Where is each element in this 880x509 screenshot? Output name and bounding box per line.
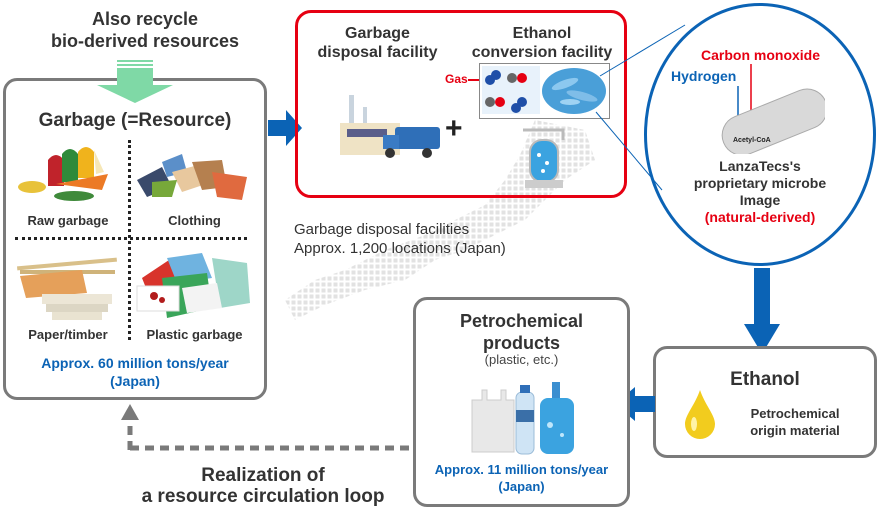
loop-caption: Realization of a resource circulation lo… — [118, 465, 408, 507]
label-paper-timber: Paper/timber — [28, 327, 108, 342]
gdf-title-line2: disposal facility — [317, 44, 438, 61]
plus-sign: + — [445, 112, 463, 145]
petro-title: Petrochemical products — [413, 310, 630, 354]
raw-garbage-icon — [18, 147, 108, 201]
microbe-caption-line3: Image — [739, 192, 781, 208]
petro-title-line2: products — [482, 333, 560, 353]
paper-timber-icon — [17, 257, 117, 320]
clothing-icon — [137, 154, 247, 200]
factory-truck-icon — [340, 95, 440, 158]
petro-title-line1: Petrochemical — [459, 311, 584, 331]
microbe-caption-line2: proprietary microbe — [693, 175, 827, 191]
ethanol-desc-line2: origin material — [750, 423, 840, 438]
microbe-icon — [721, 64, 825, 154]
ecf-title-line2: conversion facility — [471, 44, 613, 61]
microbe-caption-line1: LanzaTecs's — [719, 158, 801, 174]
facilities-note: Garbage disposal facilities Approx. 1,20… — [294, 220, 506, 258]
arrow-right-to-facility — [268, 110, 302, 146]
gas-label: Gas — [445, 72, 468, 86]
microbe-cluster-icon — [542, 68, 606, 114]
facilities-note-line1: Garbage disposal facilities — [294, 221, 470, 238]
petro-amount-line1: Approx. 11 million tons/year — [434, 462, 609, 477]
garbage-amount: Approx. 60 million tons/year (Japan) — [3, 354, 267, 390]
facilities-note-line2: Approx. 1,200 locations (Japan) — [294, 240, 506, 257]
loop-dashed-arrow — [121, 404, 413, 451]
facility-box — [295, 10, 627, 198]
ethanol-drop-icon — [685, 390, 715, 439]
gdf-title-line1: Garbage — [345, 25, 410, 42]
loop-caption-line2: a resource circulation loop — [141, 486, 385, 507]
top-caption-line2: bio-derived resources — [50, 31, 240, 51]
green-down-arrow — [97, 60, 173, 103]
label-clothing: Clothing — [168, 213, 221, 228]
petro-amount-line2: (Japan) — [498, 479, 545, 494]
ethanol-conversion-facility-title: Ethanol conversion facility — [462, 24, 622, 62]
divider-horizontal — [15, 237, 247, 240]
ethanol-desc: Petrochemical origin material — [730, 405, 860, 439]
label-plastic-garbage: Plastic garbage — [146, 327, 243, 342]
garbage-disposal-facility-title: Garbage disposal facility — [305, 24, 450, 62]
garbage-amount-line1: Approx. 60 million tons/year — [41, 355, 229, 371]
ethanol-desc-line1: Petrochemical — [750, 406, 840, 421]
garbage-box-title: Garbage (=Resource) — [38, 110, 232, 131]
acetyl-coa-label: Acetyl-CoA — [733, 137, 771, 144]
plastic-garbage-icon — [136, 253, 250, 318]
top-caption: Also recycle bio-derived resources — [50, 8, 240, 52]
petro-subtitle: (plastic, etc.) — [484, 352, 559, 367]
molecules-icon — [482, 66, 540, 114]
ethanol-tank-icon — [523, 128, 565, 188]
divider-vertical — [128, 140, 131, 340]
microbe-caption: LanzaTecs's proprietary microbe Image (n… — [660, 158, 860, 226]
plastic-products-icon — [471, 382, 574, 455]
top-caption-line1: Also recycle — [91, 9, 199, 29]
ecf-title-line1: Ethanol — [512, 25, 572, 42]
loop-caption-line1: Realization of — [201, 465, 325, 486]
hydrogen-label: Hydrogen — [671, 68, 737, 84]
label-raw-garbage: Raw garbage — [27, 213, 109, 228]
arrow-down-to-ethanol — [744, 268, 780, 354]
carbon-monoxide-label: Carbon monoxide — [701, 47, 821, 63]
ethanol-title: Ethanol — [730, 369, 800, 390]
microbe-circle — [644, 3, 876, 266]
microbe-caption-line4: (natural-derived) — [704, 209, 816, 225]
ethanol-box — [653, 346, 877, 458]
japan-map-background — [285, 120, 595, 320]
petro-amount: Approx. 11 million tons/year (Japan) — [413, 461, 630, 495]
garbage-amount-line2: (Japan) — [110, 373, 160, 389]
